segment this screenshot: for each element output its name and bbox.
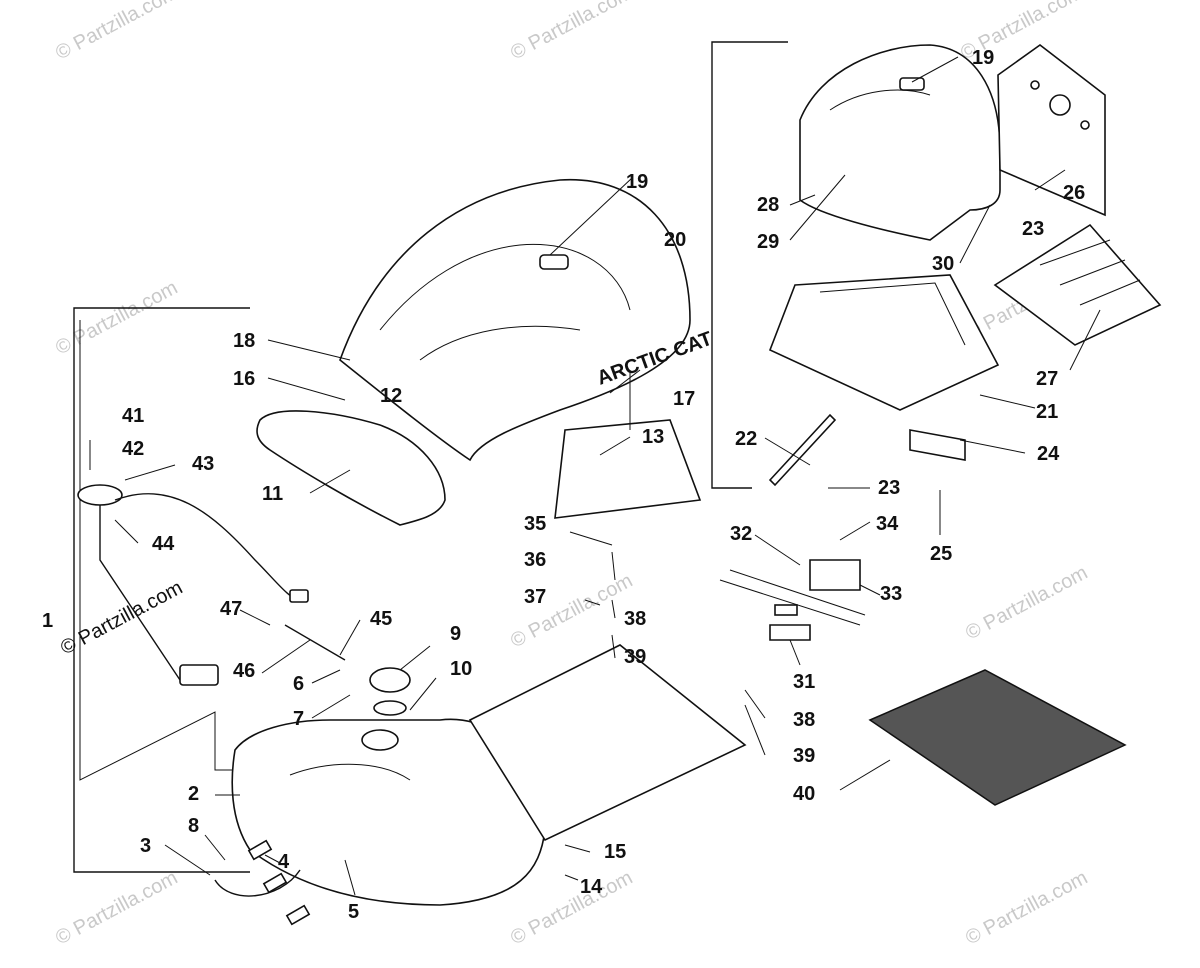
callout-17: 17 (673, 388, 695, 410)
watermark: © Partzilla.com (52, 277, 181, 360)
rear-rack-parts (719, 413, 966, 641)
callout-31: 31 (793, 671, 815, 693)
callout-28: 28 (757, 194, 779, 216)
callouts: 1 2 3 4 5 6 7 8 9 10 11 12 13 14 15 16 1… (42, 47, 1085, 923)
callout-37: 37 (524, 586, 546, 608)
seat-pan (256, 410, 446, 526)
callout-44: 44 (152, 533, 175, 555)
callout-35: 35 (524, 513, 546, 535)
trunk-plate-27 (993, 223, 1162, 346)
callout-39a: 39 (624, 646, 646, 668)
callout-11: 11 (262, 483, 283, 505)
drain-hoses (214, 839, 311, 926)
callout-20: 20 (664, 229, 686, 251)
callout-25: 25 (930, 543, 952, 565)
callout-6: 6 (293, 673, 304, 695)
callout-5: 5 (348, 901, 359, 923)
callout-2: 2 (188, 783, 199, 805)
leader-lines (89, 56, 1101, 896)
callout-45: 45 (370, 608, 392, 630)
callout-27: 27 (1036, 368, 1058, 390)
group-bracket-20 (711, 41, 788, 489)
watermark: © Partzilla.com (507, 0, 636, 64)
callout-42: 42 (122, 438, 144, 460)
rear-trunk-lid (799, 44, 1001, 241)
callout-9: 9 (450, 623, 461, 645)
callout-24: 24 (1037, 443, 1060, 465)
callout-39b: 39 (793, 745, 815, 767)
callout-12: 12 (380, 385, 402, 407)
storage-bag (554, 419, 702, 519)
callout-41: 41 (122, 405, 144, 427)
rear-trunk-base (768, 274, 1000, 411)
watermark: © Partzilla.com (962, 562, 1091, 645)
fuel-tank (231, 718, 546, 906)
callout-14: 14 (580, 876, 603, 898)
hose-46 (284, 624, 346, 661)
callout-8: 8 (188, 815, 199, 837)
callout-4: 4 (278, 851, 290, 873)
callout-38a: 38 (624, 608, 646, 630)
callout-19b: 19 (972, 47, 994, 69)
callout-16: 16 (233, 368, 255, 390)
fuel-cap (369, 667, 411, 716)
trunk-pad-26 (997, 44, 1106, 217)
callout-10: 10 (450, 658, 472, 680)
callout-32: 32 (730, 523, 752, 545)
callout-22: 22 (735, 428, 757, 450)
group-bracket-1 (73, 307, 250, 873)
watermark: © Partzilla.com (52, 867, 181, 950)
callout-40: 40 (793, 783, 815, 805)
callout-29: 29 (757, 231, 779, 253)
fuel-pump-assembly (77, 484, 309, 686)
floor-mat (868, 669, 1127, 806)
callout-19a: 19 (626, 171, 648, 193)
seat-assembly: ARCTIC CAT (339, 178, 715, 462)
floor-panel (468, 644, 747, 842)
callout-33: 33 (880, 583, 902, 605)
callout-46: 46 (233, 660, 255, 682)
callout-7: 7 (293, 708, 304, 730)
watermark: © Partzilla.com (507, 867, 636, 950)
callout-38b: 38 (793, 709, 815, 731)
callout-23a: 23 (1022, 218, 1044, 240)
callout-1: 1 (42, 610, 53, 632)
callout-3: 3 (140, 835, 151, 857)
trunk-strap (899, 77, 925, 91)
seat-strap (539, 254, 569, 270)
watermark: © Partzilla.com (507, 570, 636, 653)
callout-26: 26 (1063, 182, 1085, 204)
callout-36: 36 (524, 549, 546, 571)
callout-15: 15 (604, 841, 626, 863)
watermark-center: © Partzilla.com (57, 577, 186, 660)
watermark: © Partzilla.com (52, 0, 181, 64)
callout-43: 43 (192, 453, 214, 475)
callout-30: 30 (932, 253, 954, 275)
callout-13: 13 (642, 426, 664, 448)
callout-23b: 23 (878, 477, 900, 499)
callout-47: 47 (220, 598, 242, 620)
callout-21: 21 (1036, 401, 1058, 423)
callout-34: 34 (876, 513, 899, 535)
watermark: © Partzilla.com (962, 867, 1091, 950)
callout-18: 18 (233, 330, 255, 352)
